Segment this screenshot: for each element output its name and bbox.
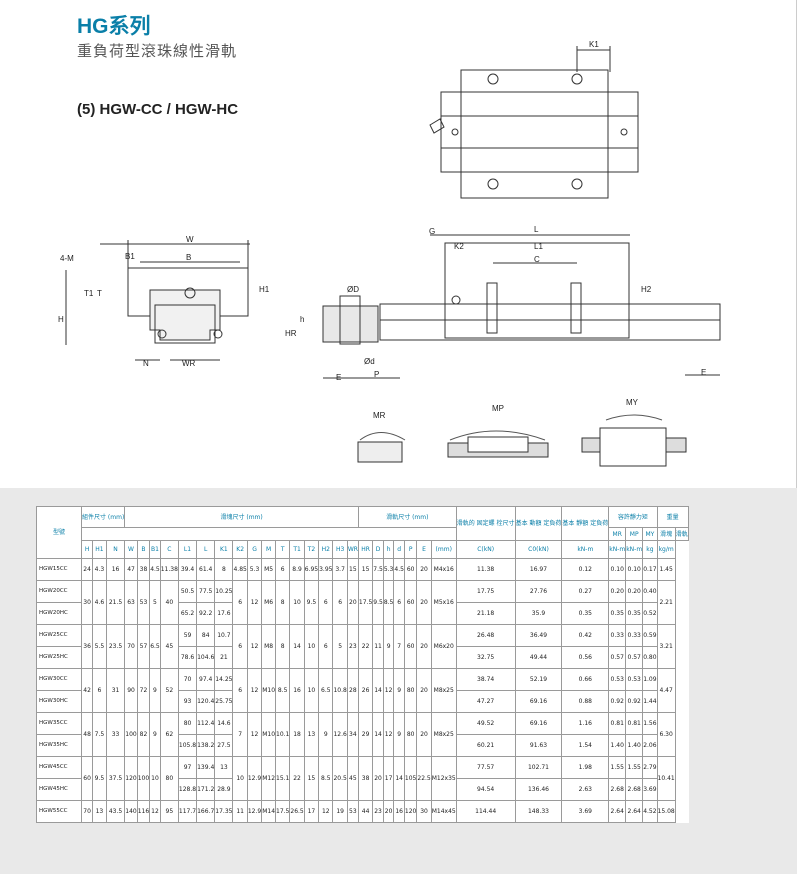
col-l: L <box>196 540 216 559</box>
label-l1: L1 <box>534 242 543 251</box>
col-h2: H2 <box>318 540 334 559</box>
col-g: G <box>246 540 263 559</box>
col-k2: K2 <box>232 540 248 559</box>
col-mm: (mm) <box>430 540 457 559</box>
col-my: MY <box>642 527 658 541</box>
col-d: D <box>372 540 384 559</box>
label-od-small: Ød <box>364 357 375 366</box>
col-wblock: 滑塊 <box>656 527 676 541</box>
col-t: T <box>275 540 291 559</box>
label-e: E <box>336 373 341 382</box>
col-mp: MP <box>625 527 644 541</box>
col-dd: d <box>393 540 405 559</box>
col-knm-r: kN-m <box>561 540 610 559</box>
col-h3: H3 <box>332 540 348 559</box>
label-od: ØD <box>347 285 359 294</box>
label-g: G <box>429 227 435 236</box>
col-kgm: kg/m <box>656 540 676 559</box>
col-m: M <box>261 540 277 559</box>
label-h-small: h <box>300 315 304 324</box>
col-block: 滑塊尺寸 (mm) <box>124 506 359 528</box>
label-b1: B1 <box>125 252 135 261</box>
page-title: HG系列 <box>77 15 151 38</box>
label-mr: MR <box>373 411 386 420</box>
label-h2: H2 <box>641 285 652 294</box>
col-kg: kg <box>642 540 658 559</box>
label-wr: WR <box>182 359 196 368</box>
col-k1: K1 <box>214 540 234 559</box>
col-mr: MR <box>608 527 627 541</box>
col-wrail: 滑軌 <box>674 527 689 541</box>
col-e: E <box>416 540 432 559</box>
col-c0kn: C0(kN) <box>514 540 563 559</box>
label-hr: HR <box>285 329 297 338</box>
section-heading: (5) HGW-CC / HGW-HC <box>77 101 239 118</box>
label-b: B <box>186 253 191 262</box>
col-dyn: 基本 動額 定負荷 <box>514 506 563 541</box>
col-p: P <box>403 540 418 559</box>
label-h: H <box>58 315 64 324</box>
col-h: H <box>80 540 94 559</box>
col-hh: h <box>382 540 395 559</box>
label-k1: K1 <box>589 40 599 49</box>
spec-table: 型號 組件尺寸 (mm) 滑塊尺寸 (mm) 滑軌尺寸 (mm) 滑軌的 固定螺… <box>36 506 689 823</box>
label-k2: K2 <box>454 242 464 251</box>
col-n: N <box>105 540 126 559</box>
col-model: 型號 <box>36 506 82 559</box>
col-assembly: 組件尺寸 (mm) <box>80 506 126 528</box>
technical-drawings: K1 W B B1 4-M T1 T H1 H N WR ØD Ød HR h … <box>58 40 721 467</box>
col-b1: B1 <box>149 540 161 559</box>
col-c: C <box>159 540 179 559</box>
spec-table-panel: 型號 組件尺寸 (mm) 滑塊尺寸 (mm) 滑軌尺寸 (mm) 滑軌的 固定螺… <box>0 488 797 874</box>
col-weight: 重量 <box>656 506 689 528</box>
col-wr: WR <box>346 540 359 559</box>
col-b: B <box>136 540 151 559</box>
top-view-drawing <box>429 46 639 199</box>
col-h1: H1 <box>92 540 107 559</box>
moment-icons <box>357 414 687 467</box>
label-t: T <box>97 289 102 298</box>
label-w: W <box>186 235 194 244</box>
front-view-drawing <box>65 240 250 361</box>
col-rail: 滑軌尺寸 (mm) <box>357 506 457 528</box>
col-stat: 基本 靜額 定負荷 <box>561 506 610 541</box>
col-knm-p: kN-m <box>608 540 627 559</box>
col-l1: L1 <box>177 540 198 559</box>
label-h1: H1 <box>259 285 270 294</box>
label-t1: T1 <box>84 289 94 298</box>
label-n: N <box>143 359 149 368</box>
col-knm-y: kN-m <box>625 540 644 559</box>
side-view-drawing <box>322 234 721 379</box>
label-e-right: E <box>701 368 706 377</box>
col-moment: 容許靜力矩 <box>608 506 658 528</box>
label-p: P <box>374 370 379 379</box>
page-subtitle: 重負荷型滾珠線性滑軌 <box>77 43 238 60</box>
col-t2: T2 <box>303 540 320 559</box>
col-t1: T1 <box>289 540 305 559</box>
label-l: L <box>534 225 539 234</box>
label-4m: 4-M <box>60 254 74 263</box>
label-my: MY <box>626 398 639 407</box>
col-w: W <box>124 540 138 559</box>
label-c: C <box>534 255 540 264</box>
label-mp: MP <box>492 404 504 413</box>
col-ckn: C(kN) <box>455 540 516 559</box>
col-bolt: 滑軌的 固定螺 栓尺寸 <box>455 506 516 541</box>
col-hr: HR <box>357 540 374 559</box>
